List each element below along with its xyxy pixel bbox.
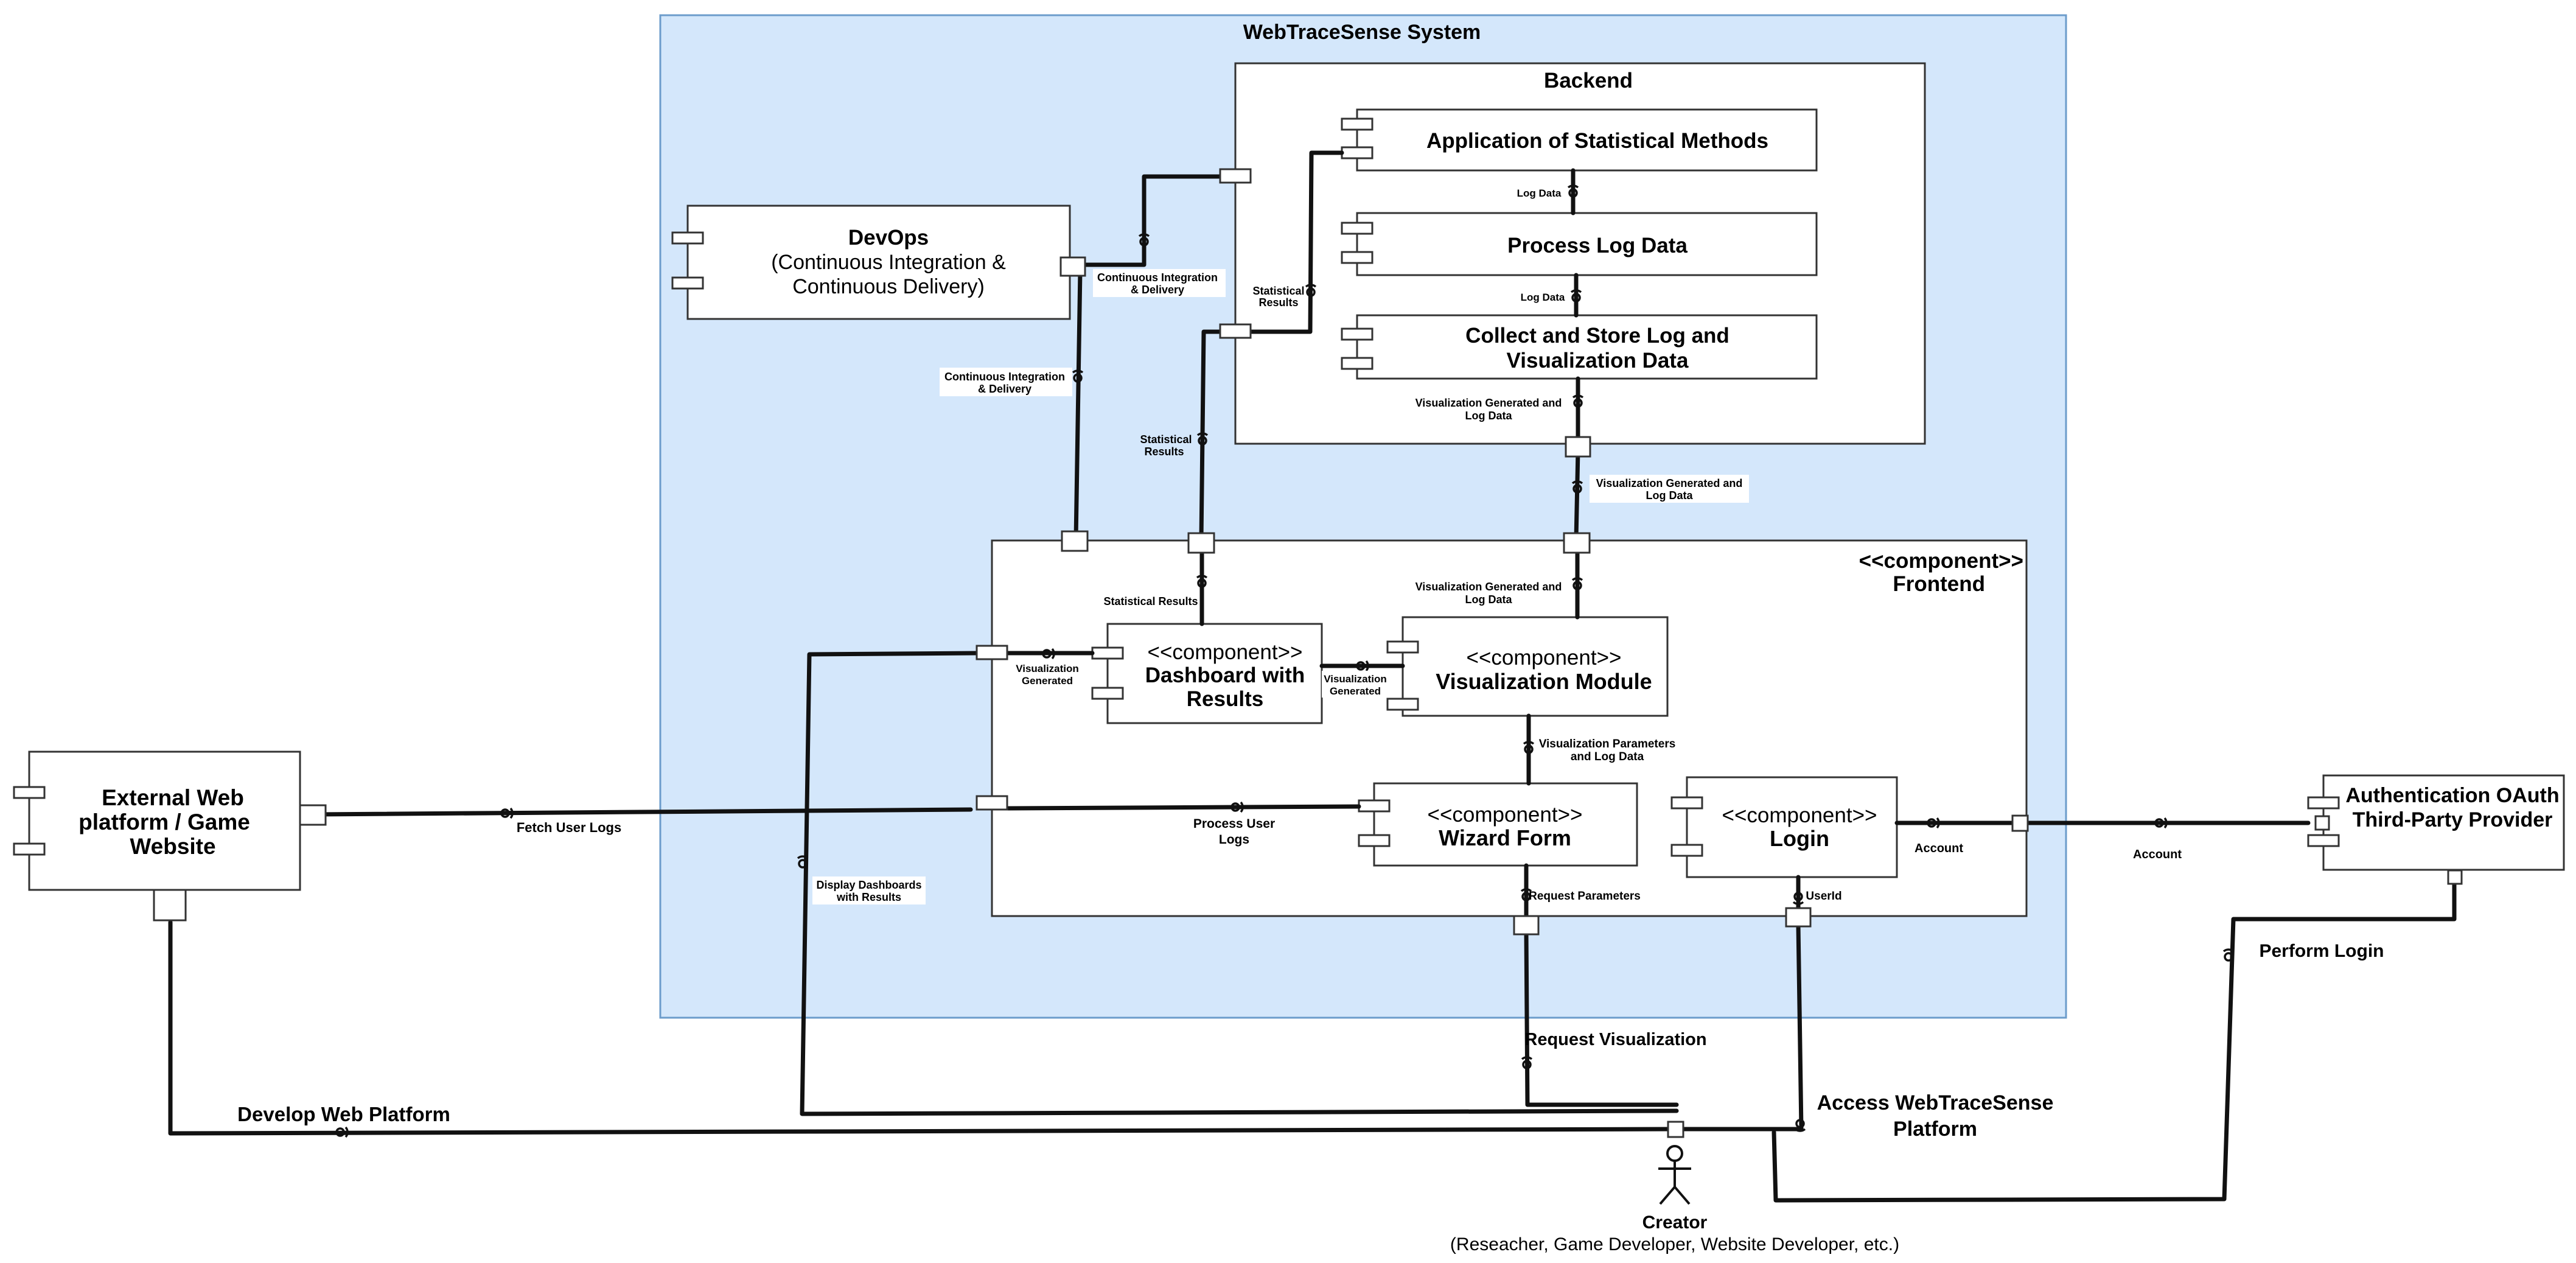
- devops-line3: Continuous Delivery): [792, 275, 985, 298]
- label-display-dashboards-1: Display Dashboards: [816, 879, 921, 891]
- collect-store-line2: Visualization Data: [1507, 349, 1689, 373]
- label-log-data-2: Log Data: [1521, 292, 1565, 303]
- label-account-auth: Account: [2133, 848, 2182, 861]
- label-stat-results-be-1: Statistical: [1252, 285, 1304, 297]
- label-vis-generated-mid-2: Generated: [1330, 685, 1381, 697]
- label-cicd-left-2: & Delivery: [978, 383, 1031, 395]
- wizard-stereotype: <<component>>: [1428, 803, 1583, 827]
- component-statistical-methods[interactable]: Application of Statistical Methods: [1341, 108, 1818, 172]
- login-stereotype: <<component>>: [1722, 803, 1877, 827]
- dashboard-line2: Results: [1187, 687, 1263, 711]
- component-visualization-module[interactable]: <<component>> Visualization Module: [1386, 616, 1669, 717]
- label-access-platform-2: Platform: [1893, 1118, 1977, 1141]
- component-devops[interactable]: DevOps (Continuous Integration & Continu…: [671, 205, 1071, 320]
- label-cicd-top-2: & Delivery: [1131, 284, 1184, 296]
- external-line3: Website: [130, 834, 215, 859]
- dashboard-line1: Dashboard with: [1145, 663, 1305, 687]
- label-display-dashboards-2: with Results: [836, 891, 901, 903]
- label-vis-gen-be-1: Visualization Generated and: [1415, 397, 1562, 409]
- actor-name: Creator: [1642, 1212, 1708, 1233]
- external-line1: External Web: [102, 785, 244, 810]
- label-fetch-user-logs: Fetch User Logs: [517, 820, 621, 835]
- label-stat-results-fe: Statistical Results: [1103, 595, 1198, 607]
- devops-line2: (Continuous Integration &: [771, 251, 1006, 274]
- frontend-title: Frontend: [1893, 572, 1985, 596]
- label-vis-generated-left-2: Generated: [1022, 675, 1073, 687]
- devops-title: DevOps: [848, 226, 929, 250]
- component-external-platform[interactable]: External Web platform / Game Website: [13, 750, 301, 891]
- actor-description: (Reseacher, Game Developer, Website Deve…: [1450, 1234, 1899, 1254]
- dashboard-stereotype: <<component>>: [1148, 640, 1303, 664]
- component-process-log-data[interactable]: Process Log Data: [1341, 212, 1818, 276]
- label-vis-generated-mid-1: Visualization: [1324, 673, 1387, 685]
- external-line2: platform / Game: [79, 810, 250, 834]
- label-vis-gen-be-2: Log Data: [1465, 410, 1512, 422]
- system-title: WebTraceSense System: [1243, 21, 1481, 44]
- backend-title: Backend: [1544, 69, 1633, 93]
- label-account-fe: Account: [1915, 842, 1963, 855]
- label-cicd-left-1: Continuous Integration: [944, 371, 1065, 383]
- label-vis-gen-mid-1: Visualization Generated and: [1596, 477, 1743, 489]
- process-log-data-title: Process Log Data: [1507, 234, 1688, 257]
- wizard-title: Wizard Form: [1439, 825, 1571, 850]
- label-process-user-logs-1: Process User: [1193, 817, 1275, 831]
- collect-store-line1: Collect and Store Log and: [1465, 324, 1730, 348]
- actor-creator: Creator (Reseacher, Game Developer, Webs…: [1450, 1145, 1899, 1254]
- visualization-stereotype: <<component>>: [1467, 646, 1622, 670]
- label-stat-results-be-2: Results: [1258, 296, 1298, 309]
- label-request-visualization: Request Visualization: [1524, 1030, 1706, 1049]
- component-collect-store[interactable]: Collect and Store Log and Visualization …: [1341, 314, 1818, 380]
- component-login[interactable]: <<component>> Login: [1670, 776, 1898, 878]
- label-vis-params-2: and Log Data: [1571, 750, 1644, 763]
- label-cicd-top-1: Continuous Integration: [1097, 271, 1218, 284]
- label-request-parameters: Request Parameters: [1529, 890, 1641, 903]
- label-userid: UserId: [1806, 890, 1841, 903]
- label-stat-results-mid-1: Statistical: [1140, 433, 1192, 446]
- label-develop-web-platform: Develop Web Platform: [237, 1103, 450, 1125]
- label-vis-generated-left-1: Visualization: [1016, 663, 1079, 674]
- label-log-data-1: Log Data: [1517, 187, 1562, 199]
- label-access-platform-1: Access WebTraceSense: [1817, 1091, 2054, 1114]
- stick-figure-icon: [1658, 1145, 1691, 1205]
- auth-line2: Third-Party Provider: [2353, 808, 2553, 831]
- label-perform-login: Perform Login: [2259, 941, 2384, 961]
- label-vis-gen-fe-2: Log Data: [1465, 593, 1512, 606]
- component-dashboard[interactable]: <<component>> Dashboard with Results: [1091, 623, 1323, 724]
- connector-labels: Log Data Log Data Statistical Results Co…: [237, 187, 2384, 1141]
- component-wizard-form[interactable]: <<component>> Wizard Form: [1358, 782, 1638, 867]
- visualization-title: Visualization Module: [1436, 669, 1652, 694]
- auth-line1: Authentication OAuth: [2345, 784, 2559, 807]
- component-auth-provider[interactable]: Authentication OAuth Third-Party Provide…: [2307, 774, 2565, 871]
- statistical-methods-title: Application of Statistical Methods: [1426, 129, 1768, 153]
- label-vis-gen-fe-1: Visualization Generated and: [1415, 581, 1562, 593]
- login-title: Login: [1770, 826, 1829, 851]
- connector-wires: [168, 150, 2457, 1203]
- boundary-ports: [153, 168, 2463, 1138]
- label-vis-params-1: Visualization Parameters: [1539, 738, 1676, 750]
- frontend-stereotype: <<component>>: [1859, 549, 2023, 573]
- label-process-user-logs-2: Logs: [1219, 833, 1249, 847]
- label-stat-results-mid-2: Results: [1144, 446, 1184, 458]
- label-vis-gen-mid-2: Log Data: [1646, 489, 1693, 502]
